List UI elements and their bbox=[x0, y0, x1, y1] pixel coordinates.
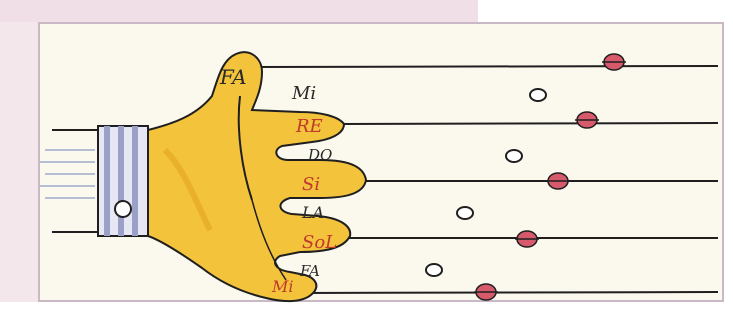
staff-line-2 bbox=[340, 123, 718, 124]
cuff-button bbox=[115, 201, 131, 217]
note-in-space-2 bbox=[506, 150, 522, 162]
sleeve-cuff bbox=[40, 126, 148, 236]
index-finger-label: RE bbox=[295, 116, 323, 137]
pinky-label: Mi bbox=[271, 277, 294, 296]
space-label-2: DO bbox=[307, 146, 332, 164]
ring-finger-label: SoL bbox=[302, 232, 337, 253]
staff-line-5 bbox=[300, 292, 718, 293]
note-in-space-1 bbox=[530, 89, 546, 101]
middle-finger-label: Si bbox=[302, 174, 320, 195]
note-in-space-3 bbox=[457, 207, 473, 219]
space-label-1: Mi bbox=[291, 83, 316, 104]
thumb-label: FA bbox=[219, 65, 247, 89]
staff-line-1 bbox=[240, 66, 718, 67]
space-label-4: FA bbox=[299, 262, 320, 280]
note-in-space-4 bbox=[426, 264, 442, 276]
hand-shape bbox=[148, 52, 366, 301]
space-label-3: LA bbox=[301, 203, 324, 222]
